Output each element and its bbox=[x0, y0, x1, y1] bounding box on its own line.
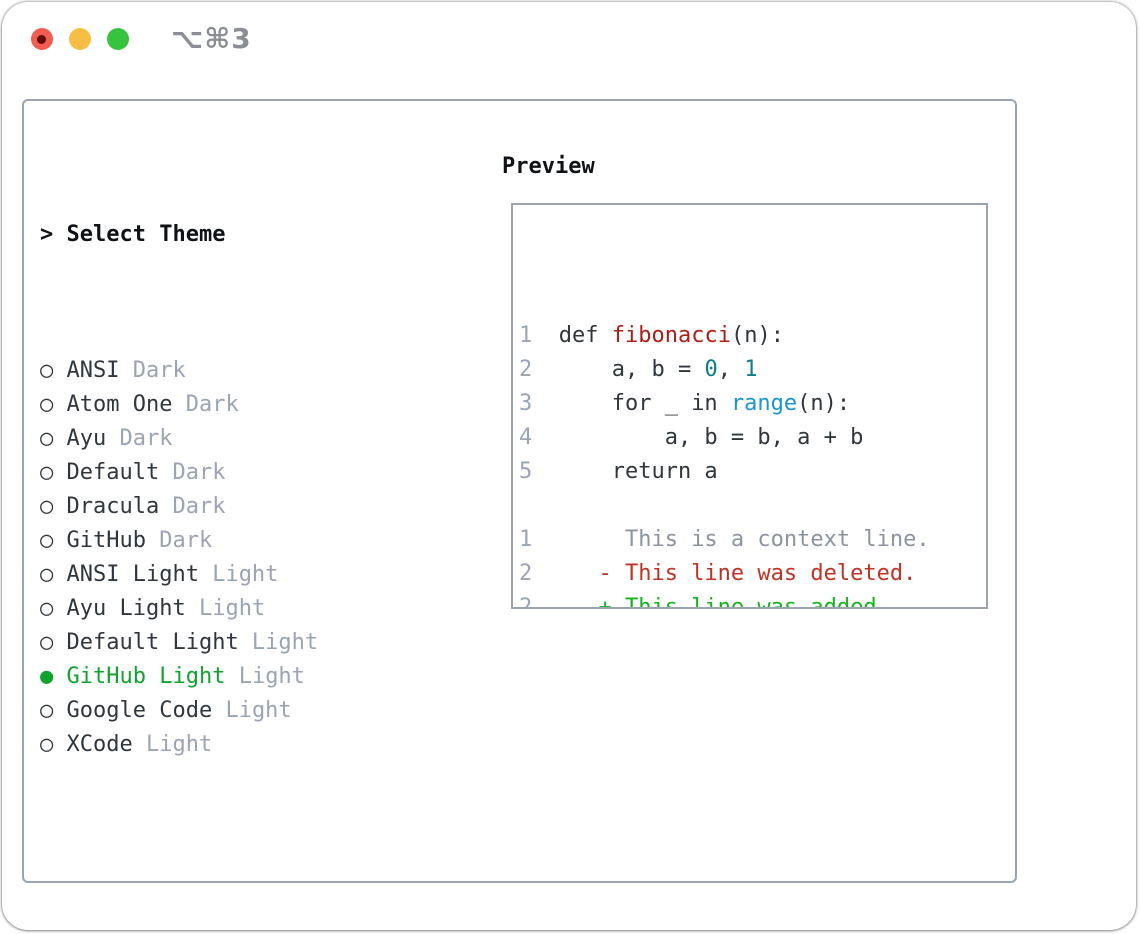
theme-option-default-light[interactable]: ○ Default Light Light bbox=[40, 626, 411, 660]
theme-list: ○ ANSI Dark○ Atom One Dark○ Ayu Dark○ De… bbox=[40, 354, 411, 762]
preview-line: 2 + This line was added. bbox=[519, 591, 986, 609]
radio-icon: ○ bbox=[40, 426, 67, 451]
theme-name: Dracula bbox=[66, 494, 160, 519]
code-token: , bbox=[717, 357, 745, 382]
code-token: (n): bbox=[730, 323, 784, 348]
spacer bbox=[40, 864, 411, 898]
code-token: for _ in bbox=[532, 391, 731, 416]
preview-line: 2 - This line was deleted. bbox=[519, 557, 986, 591]
theme-option-ayu-light[interactable]: ○ Ayu Light Light bbox=[40, 592, 411, 626]
radio-icon: ○ bbox=[40, 630, 67, 655]
code-token: range bbox=[730, 391, 798, 416]
theme-option-xcode[interactable]: ○ XCode Light bbox=[40, 728, 411, 762]
code-token: fibonacci bbox=[611, 323, 731, 348]
code-token: + This line was added. bbox=[532, 595, 890, 609]
titlebar: ⌥⌘3 bbox=[31, 22, 252, 55]
line-number: 1 bbox=[519, 323, 533, 348]
theme-variant: Dark bbox=[119, 358, 186, 383]
theme-option-ayu[interactable]: ○ Ayu Dark bbox=[40, 422, 411, 456]
code-token: (n): bbox=[797, 391, 851, 416]
zoom-button[interactable] bbox=[107, 28, 129, 50]
preview-line: 1 def fibonacci(n): bbox=[519, 319, 986, 353]
preview-line: 4 a, b = b, a + b bbox=[519, 421, 986, 455]
code-token: def bbox=[532, 323, 612, 348]
preview-line: 3 for _ in range(n): bbox=[519, 387, 986, 421]
theme-variant: Light bbox=[132, 732, 213, 757]
theme-name: GitHub Light bbox=[66, 664, 226, 689]
window-title: ⌥⌘3 bbox=[171, 22, 252, 55]
theme-option-github-light[interactable]: ● GitHub Light Light bbox=[40, 660, 411, 694]
theme-option-atom-one[interactable]: ○ Atom One Dark bbox=[40, 388, 411, 422]
select-theme-header-label: Select Theme bbox=[66, 222, 226, 247]
theme-variant: Light bbox=[198, 562, 279, 587]
line-number: 4 bbox=[519, 425, 533, 450]
line-number: 2 bbox=[519, 561, 533, 586]
theme-name: GitHub bbox=[66, 528, 146, 553]
code-token: a, b = bbox=[532, 357, 705, 382]
preview-line: 1 This is a context line. bbox=[519, 523, 986, 557]
code-token: This is a context line. bbox=[532, 527, 930, 552]
line-number: 3 bbox=[519, 391, 533, 416]
theme-option-github[interactable]: ○ GitHub Dark bbox=[40, 524, 411, 558]
theme-option-ansi-light[interactable]: ○ ANSI Light Light bbox=[40, 558, 411, 592]
line-number: 2 bbox=[519, 595, 533, 609]
header-caret-icon: > bbox=[40, 222, 67, 247]
radio-icon: ○ bbox=[40, 732, 67, 757]
line-number: 5 bbox=[519, 459, 533, 484]
radio-icon: ○ bbox=[40, 528, 67, 553]
minimize-button[interactable] bbox=[69, 28, 91, 50]
radio-icon: ○ bbox=[40, 392, 67, 417]
preview-blank-line bbox=[519, 489, 986, 523]
theme-variant: Dark bbox=[106, 426, 173, 451]
theme-selector-column: > Select Theme ○ ANSI Dark○ Atom One Dar… bbox=[40, 150, 411, 930]
radio-selected-icon: ● bbox=[40, 664, 67, 689]
theme-option-ansi[interactable]: ○ ANSI Dark bbox=[40, 354, 411, 388]
preview-line: 2 a, b = 0, 1 bbox=[519, 353, 986, 387]
radio-icon: ○ bbox=[40, 698, 67, 723]
theme-name: ANSI Light bbox=[66, 562, 199, 587]
radio-icon: ○ bbox=[40, 358, 67, 383]
radio-icon: ○ bbox=[40, 460, 67, 485]
code-token: return a bbox=[532, 459, 718, 484]
code-token: 1 bbox=[744, 357, 758, 382]
theme-name: Default bbox=[66, 460, 160, 485]
line-number: 2 bbox=[519, 357, 533, 382]
code-token: 0 bbox=[704, 357, 718, 382]
preview-header: Preview bbox=[502, 154, 595, 179]
radio-icon: ○ bbox=[40, 596, 67, 621]
theme-option-google-code[interactable]: ○ Google Code Light bbox=[40, 694, 411, 728]
theme-name: Atom One bbox=[66, 392, 173, 417]
theme-option-default[interactable]: ○ Default Dark bbox=[40, 456, 411, 490]
theme-variant: Light bbox=[212, 698, 292, 723]
theme-variant: Light bbox=[225, 664, 305, 689]
theme-name: Ayu Light bbox=[66, 596, 186, 621]
theme-name: Ayu bbox=[66, 426, 107, 451]
theme-variant: Light bbox=[185, 596, 266, 621]
theme-name: Google Code bbox=[66, 698, 213, 723]
theme-name: Default Light bbox=[66, 630, 239, 655]
close-button[interactable] bbox=[31, 28, 53, 50]
radio-icon: ○ bbox=[40, 494, 67, 519]
theme-variant: Dark bbox=[172, 392, 239, 417]
select-theme-header: > Select Theme bbox=[40, 218, 411, 252]
preview-line: 5 return a bbox=[519, 455, 986, 489]
theme-variant: Dark bbox=[159, 494, 226, 519]
theme-name: XCode bbox=[66, 732, 133, 757]
theme-name: ANSI bbox=[66, 358, 120, 383]
radio-icon: ○ bbox=[40, 562, 67, 587]
theme-picker-panel: > Select Theme ○ ANSI Dark○ Atom One Dar… bbox=[22, 99, 1017, 883]
code-token: - This line was deleted. bbox=[532, 561, 917, 586]
theme-variant: Dark bbox=[159, 460, 226, 485]
theme-variant: Dark bbox=[145, 528, 213, 553]
code-token: a, b = b, a + b bbox=[532, 425, 864, 450]
theme-variant: Light bbox=[238, 630, 319, 655]
theme-option-dracula[interactable]: ○ Dracula Dark bbox=[40, 490, 411, 524]
line-number: 1 bbox=[519, 527, 533, 552]
close-button-dot-icon bbox=[37, 35, 46, 44]
